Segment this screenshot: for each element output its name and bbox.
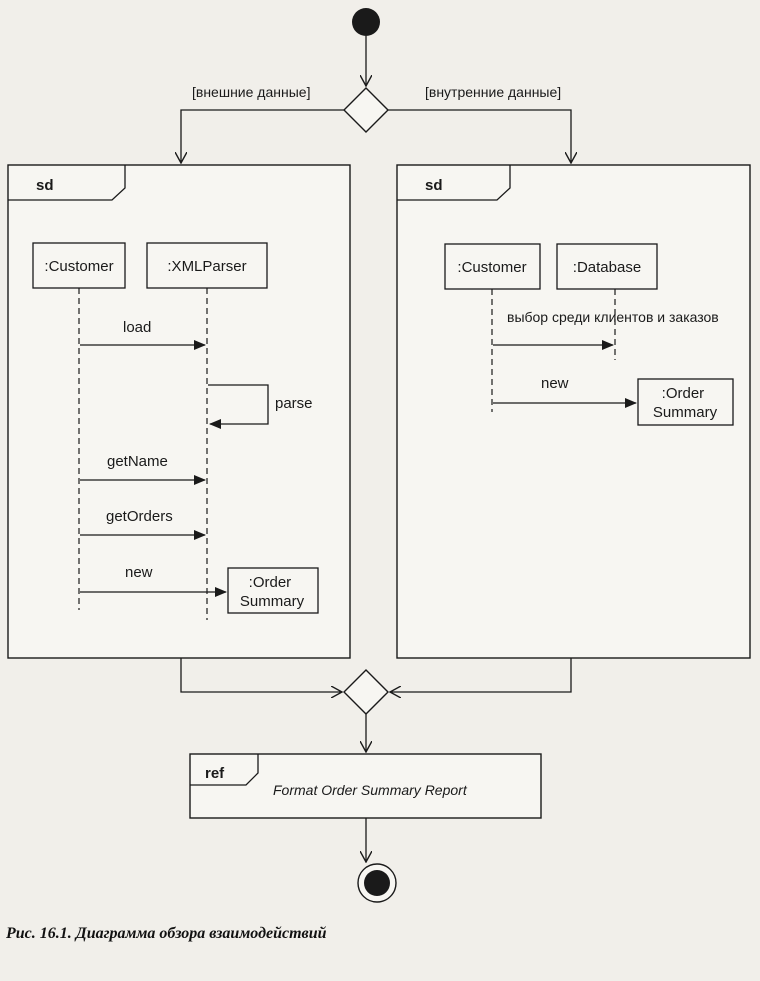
flow-edge-right [388, 109, 571, 163]
initial-node [352, 8, 380, 36]
message-label: выбор среди клиентов и заказов [507, 309, 719, 325]
message-label: load [123, 319, 151, 336]
flow-edge-merge-left [180, 658, 342, 692]
lifeline-label: :Customer [457, 259, 526, 276]
ref-frame: ref Format Order Summary Report [189, 753, 542, 819]
sd-frame-right: sd :Customer :Database выбор среди клиен… [396, 164, 751, 659]
lifeline-label: :Database [573, 259, 641, 276]
ref-label: Format Order Summary Report [273, 782, 468, 798]
created-object-order-summary [637, 378, 734, 426]
guard-left: [внешние данные] [192, 84, 310, 100]
lifeline-label: :Customer [44, 258, 113, 275]
frame-tag: sd [36, 177, 54, 194]
created-object-order-summary [227, 567, 319, 614]
sd-frame-left: sd :Customer :XMLParser load parse getNa… [7, 164, 351, 659]
flow-edge-merge-right [390, 658, 572, 692]
lifeline-label: :XMLParser [167, 258, 246, 275]
self-message-arrow [208, 384, 269, 429]
lifeline-customer [32, 242, 126, 289]
decision-node [343, 87, 389, 133]
frame-tag: sd [425, 177, 443, 194]
created-object-label: :Order Summary [653, 385, 718, 421]
guard-right: [внутренние данные] [425, 84, 561, 100]
message-label: new [541, 375, 569, 392]
final-node [357, 863, 397, 903]
message-label: parse [275, 395, 313, 412]
figure-caption: Рис. 16.1. Диаграмма обзора взаимодейств… [6, 925, 327, 942]
ref-tag: ref [205, 765, 225, 782]
message-label: getName [107, 453, 168, 470]
flow-edge-left [181, 109, 344, 163]
merge-node [343, 669, 389, 715]
message-label: getOrders [106, 508, 173, 525]
lifeline-database [556, 243, 658, 290]
created-object-label: :Order Summary [240, 574, 305, 610]
message-label: new [125, 564, 153, 581]
